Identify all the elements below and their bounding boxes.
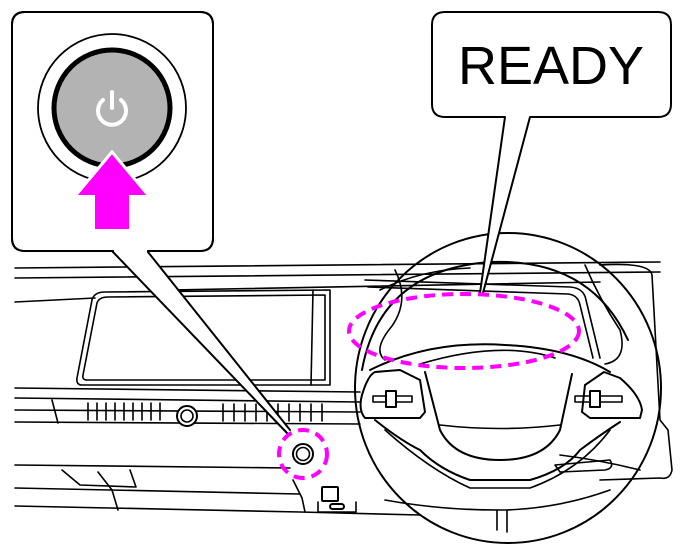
cluster-screen-outer — [364, 279, 601, 359]
small-switch — [317, 486, 357, 513]
lower-dash-line-2 — [14, 487, 301, 495]
vent-knob — [176, 405, 198, 427]
wheel-rim-outer — [354, 232, 662, 544]
display-screen-inner — [82, 294, 326, 381]
column-cover-edge — [292, 479, 306, 513]
left-switch-bar — [372, 395, 413, 403]
dash-top-line — [14, 261, 661, 269]
display-divider — [310, 289, 314, 386]
left-switch-button — [385, 390, 397, 408]
power-icon — [96, 90, 128, 127]
lower-spoke — [374, 419, 621, 481]
wheel-grip-right — [584, 264, 623, 365]
wheel-rim-inner-top — [361, 260, 629, 371]
lower-spoke-slot — [554, 459, 613, 473]
cluster-screen-inner — [367, 286, 594, 359]
lower-panel-detail-2 — [97, 471, 119, 511]
wheel-bottom-grip — [384, 489, 611, 533]
hood-line — [169, 281, 601, 291]
start-button-callout — [11, 11, 214, 252]
dash-mid-line — [14, 387, 361, 393]
wheel-rim-grip-left — [379, 267, 471, 291]
dash-right-lower — [559, 454, 641, 471]
arrow-outline — [74, 149, 150, 196]
start-callout-border — [11, 11, 214, 252]
ready-callout-border — [431, 11, 672, 118]
dash-top-line-2 — [14, 271, 661, 279]
dashboard — [14, 261, 661, 516]
lower-dash-line — [14, 464, 291, 469]
dash-power-switch-inner — [295, 446, 311, 462]
lower-spoke-inner — [384, 429, 611, 489]
ready-indicator-text: READY — [458, 36, 644, 96]
right-switch-bar — [574, 395, 623, 403]
ready-callout-pointer — [479, 116, 531, 294]
vent-left-edge — [51, 399, 59, 424]
start-button-callout-pointer — [112, 251, 291, 434]
dash-right-side — [599, 263, 673, 481]
dash-power-switch[interactable] — [292, 443, 314, 465]
wheel-hub-top — [369, 343, 611, 373]
right-switch-button — [589, 390, 601, 408]
left-spoke — [359, 369, 426, 419]
wheel-grip-left — [379, 269, 403, 361]
right-spoke — [581, 371, 643, 419]
steering-wheel — [354, 232, 673, 544]
power-switch-highlight — [277, 428, 329, 480]
dash-upper-left-line — [14, 297, 96, 303]
lower-dash-line-3 — [14, 505, 421, 516]
wheel-hub-pad — [424, 371, 573, 461]
vent-top-line — [14, 397, 361, 403]
wheel-hub-lower-line — [439, 424, 561, 430]
vent-slats-left — [87, 402, 161, 421]
ready-callout: READY — [431, 11, 672, 118]
arrow-up-icon-fill — [79, 155, 145, 228]
display-screen-outer — [76, 289, 331, 386]
ready-indicator-highlight — [347, 292, 581, 370]
wheel-hub-top-2 — [419, 349, 556, 365]
